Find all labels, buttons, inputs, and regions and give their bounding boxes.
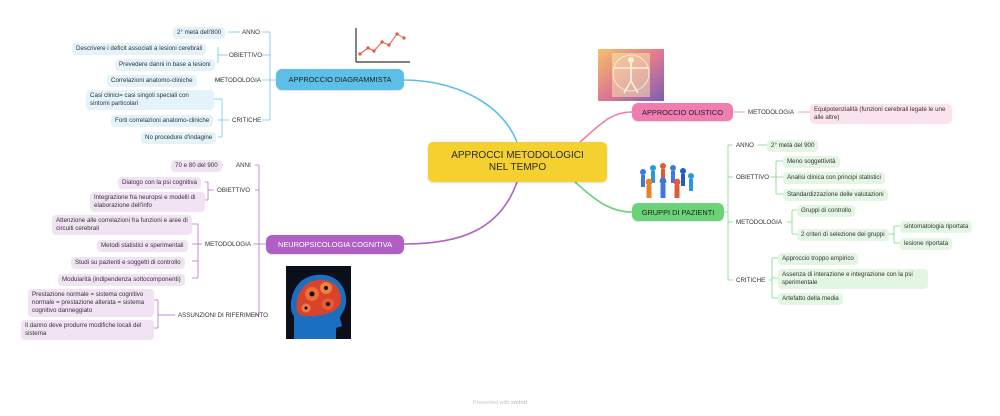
central-topic-line1: APPROCCI METODOLOGICI (451, 150, 584, 161)
line-chart-icon (355, 28, 410, 63)
gruppi-criterio-1[interactable]: sintomatologia riportata (900, 221, 973, 233)
central-topic-line2: NEL TEMPO (488, 162, 547, 173)
gruppi-critiche-1[interactable]: Approccio troppo empirico (778, 253, 858, 265)
central-topic[interactable]: APPROCCI METODOLOGICI NEL TEMPO (428, 142, 607, 182)
gruppi-critiche-2[interactable]: Assenza di interazione e integrazione co… (778, 269, 928, 289)
gruppi-anno-label[interactable]: ANNO (736, 142, 754, 149)
topic-approccio-diagrammista[interactable]: APPROCCIO DIAGRAMMISTA (276, 69, 404, 90)
neuro-obiettivo-2[interactable]: Integrazione fra neuropsi e modelli di e… (90, 192, 205, 212)
gruppi-obiettivo-label[interactable]: OBIETTIVO (736, 174, 770, 181)
gruppi-obiettivo-2[interactable]: Analisi clinica con principi statistici (783, 172, 885, 184)
diagrammista-metodologia-value[interactable]: Correlazioni anatomo-cliniche (107, 75, 197, 87)
neuro-metodologia-4[interactable]: Modularità (indipendenza sottocomponenti… (58, 274, 185, 286)
footer: Presented with xmind (0, 400, 1000, 406)
diagrammista-anno-label[interactable]: ANNO (242, 29, 260, 36)
diagrammista-obiettivo-label[interactable]: OBIETTIVO (229, 52, 263, 59)
diagrammista-obiettivo-2[interactable]: Prevedere danni in base a lesioni (115, 59, 215, 71)
topic-neuropsicologia-cognitiva[interactable]: NEUROPSICOLOGIA COGNITIVA (266, 235, 404, 254)
topic-neuropsicologia-cognitiva-label: NEUROPSICOLOGIA COGNITIVA (277, 240, 393, 249)
footer-text: Presented with (472, 400, 510, 406)
gruppi-metodologia-2[interactable]: 2 criteri di selezione dei gruppi (797, 229, 889, 241)
diagrammista-critiche-3[interactable]: No procedure d'indagine (141, 132, 217, 144)
gruppi-obiettivo-3[interactable]: Standardizzazione delle valutazioni (783, 189, 888, 201)
gruppi-obiettivo-1[interactable]: Meno soggettività (783, 156, 840, 168)
diagrammista-anno-value[interactable]: 2° metà dell'800 (173, 27, 226, 39)
topic-gruppi-di-pazienti-label: GRUPPI DI PAZIENTI (641, 207, 715, 217)
neuro-assunzioni-1[interactable]: Prestazione normale = sistema cognitivo … (28, 289, 154, 317)
gruppi-metodologia-label[interactable]: METODOLOGIA (736, 219, 782, 226)
neuro-assunzioni-2[interactable]: Il danno deve produrre modifiche locali … (21, 320, 154, 340)
diagrammista-critiche-1[interactable]: Casi clinici= casi singoli speciali con … (86, 90, 214, 110)
olistico-metodologia-label[interactable]: METODOLOGIA (748, 109, 794, 116)
topic-approccio-olistico[interactable]: APPROCCIO OLISTICO (632, 103, 733, 121)
brain-gears-image (286, 266, 351, 339)
diagrammista-critiche-label[interactable]: CRITICHE (232, 117, 262, 124)
gruppi-metodologia-1[interactable]: Gruppi di controllo (797, 205, 856, 217)
diagrammista-metodologia-label[interactable]: METODOLOGIA (215, 77, 261, 84)
neuro-metodologia-3[interactable]: Studi su pazienti e soggetti di controll… (71, 257, 185, 269)
neuro-obiettivo-label[interactable]: OBIETTIVO (217, 187, 251, 194)
topic-gruppi-di-pazienti[interactable]: GRUPPI DI PAZIENTI (632, 203, 724, 221)
neuro-anni-label[interactable]: ANNI (236, 162, 251, 169)
neuro-metodologia-1[interactable]: Attenzione alle correlazioni fra funzion… (52, 215, 192, 235)
neuro-anni-value[interactable]: 70 e 80 del 900 (171, 160, 222, 172)
olistico-metodologia-value[interactable]: Equipotenzialità (funzioni cerebrali leg… (810, 104, 952, 124)
neuro-metodologia-label[interactable]: METODOLOGIA (205, 241, 251, 248)
topic-approccio-diagrammista-label: APPROCCIO DIAGRAMMISTA (288, 75, 392, 84)
footer-brand[interactable]: xmind (510, 400, 528, 406)
people-circle-icon (640, 163, 694, 198)
neuro-assunzioni-label[interactable]: ASSUNZIONI DI RIFERIMENTO (178, 312, 268, 319)
neuro-obiettivo-1[interactable]: Dialogo con la psi cognitiva (118, 177, 201, 189)
gruppi-critiche-3[interactable]: Artefatto della media (778, 293, 843, 305)
gruppi-anno-value[interactable]: 2° metà del 900 (767, 140, 819, 152)
gruppi-criterio-2[interactable]: lesione riportata (900, 238, 953, 250)
gruppi-critiche-label[interactable]: CRITICHE (736, 277, 766, 284)
vitruvian-image (598, 49, 664, 101)
diagrammista-obiettivo-1[interactable]: Descrivere i deficit associati a lesioni… (72, 43, 207, 55)
neuro-metodologia-2[interactable]: Metodi statistici e sperimentali (97, 240, 188, 252)
topic-approccio-olistico-label: APPROCCIO OLISTICO (642, 107, 723, 117)
diagrammista-critiche-2[interactable]: Forti correlazioni anatomo-cliniche (111, 115, 214, 127)
